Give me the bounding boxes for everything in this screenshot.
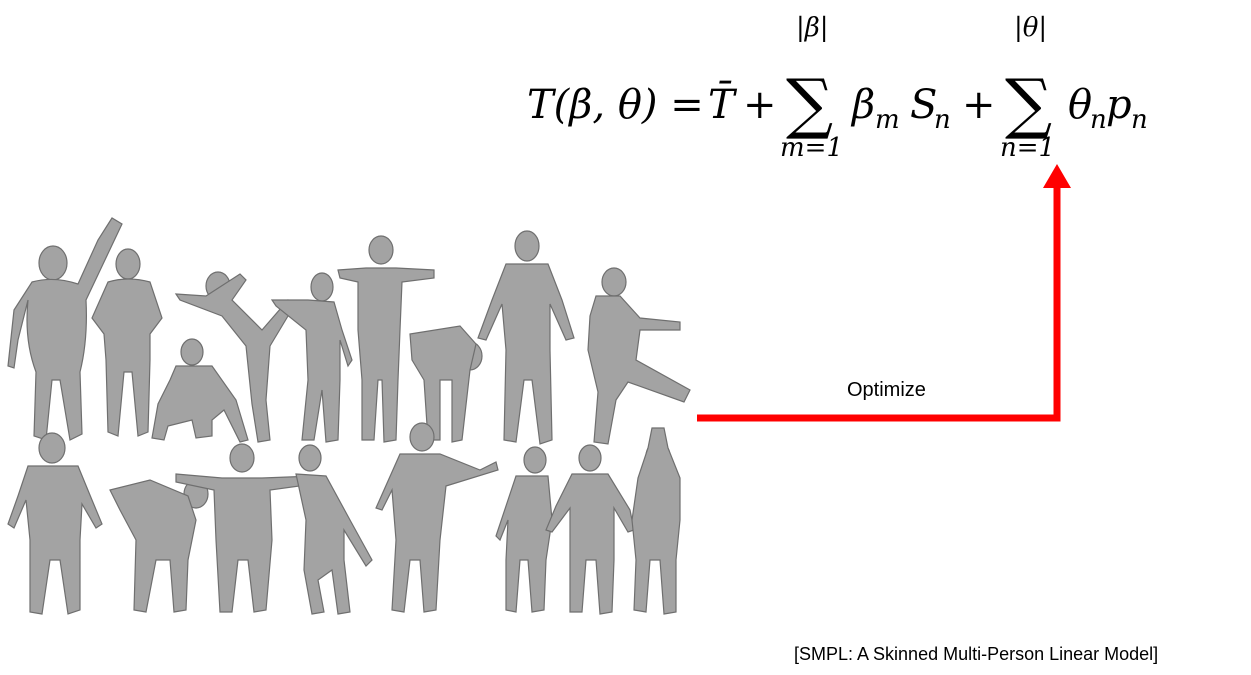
mesh-body-2 — [91, 248, 163, 437]
optimize-arrow: Optimize — [697, 164, 1071, 422]
sum2-upper-limit: |θ| — [1014, 13, 1047, 43]
mesh-body-3 — [151, 338, 249, 443]
mesh-body-11 — [109, 479, 209, 613]
formula-beta-subscript: m — [875, 105, 900, 135]
mesh-body-4 — [174, 271, 295, 443]
formula-beta: β — [850, 82, 875, 128]
formula-lhs: T(β, θ) = — [527, 82, 704, 128]
smpl-mesh-collage — [7, 217, 691, 615]
sum1-lower-limit: m=1 — [780, 133, 843, 163]
mesh-body-16 — [545, 444, 635, 615]
mesh-body-15 — [495, 446, 553, 613]
mesh-body-6 — [337, 235, 435, 443]
arrow-up-icon — [1043, 164, 1071, 188]
optimize-label: Optimize — [847, 379, 926, 401]
formula-theta: θ — [1068, 82, 1092, 128]
smpl-formula: T(β, θ) = T̄ + |β| ∑ m=1 β m S n + |θ| ∑… — [527, 13, 1148, 163]
mesh-body-12 — [175, 443, 315, 613]
mesh-body-13 — [295, 444, 373, 615]
mesh-body-17 — [631, 427, 681, 615]
mesh-body-7 — [409, 325, 483, 443]
formula-plus-2: + — [962, 82, 996, 128]
mesh-body-5 — [270, 272, 353, 443]
formula-plus-1: + — [743, 82, 777, 128]
mesh-body-1 — [7, 217, 123, 441]
formula-pose-corrective: p — [1106, 82, 1132, 128]
mesh-body-10 — [7, 432, 103, 615]
sum1-upper-limit: |β| — [796, 13, 829, 43]
formula-shape-subscript: n — [934, 105, 951, 135]
formula-pose-subscript: n — [1131, 105, 1148, 135]
formula-theta-subscript: n — [1090, 105, 1107, 135]
sum2-sigma-icon: ∑ — [1005, 65, 1052, 142]
formula-shape-blend: S — [910, 82, 937, 128]
mesh-body-14 — [375, 422, 499, 613]
sum2-lower-limit: n=1 — [1000, 133, 1055, 163]
formula-template-mean: T̄ — [708, 81, 738, 128]
sum1-sigma-icon: ∑ — [786, 65, 833, 142]
mesh-body-9 — [587, 267, 691, 445]
svg-text:T(β, θ) =: T(β, θ) = — [527, 82, 704, 128]
citation-caption: [SMPL: A Skinned Multi-Person Linear Mod… — [794, 644, 1158, 664]
arrow-path — [697, 184, 1061, 422]
mesh-body-8 — [477, 230, 575, 445]
